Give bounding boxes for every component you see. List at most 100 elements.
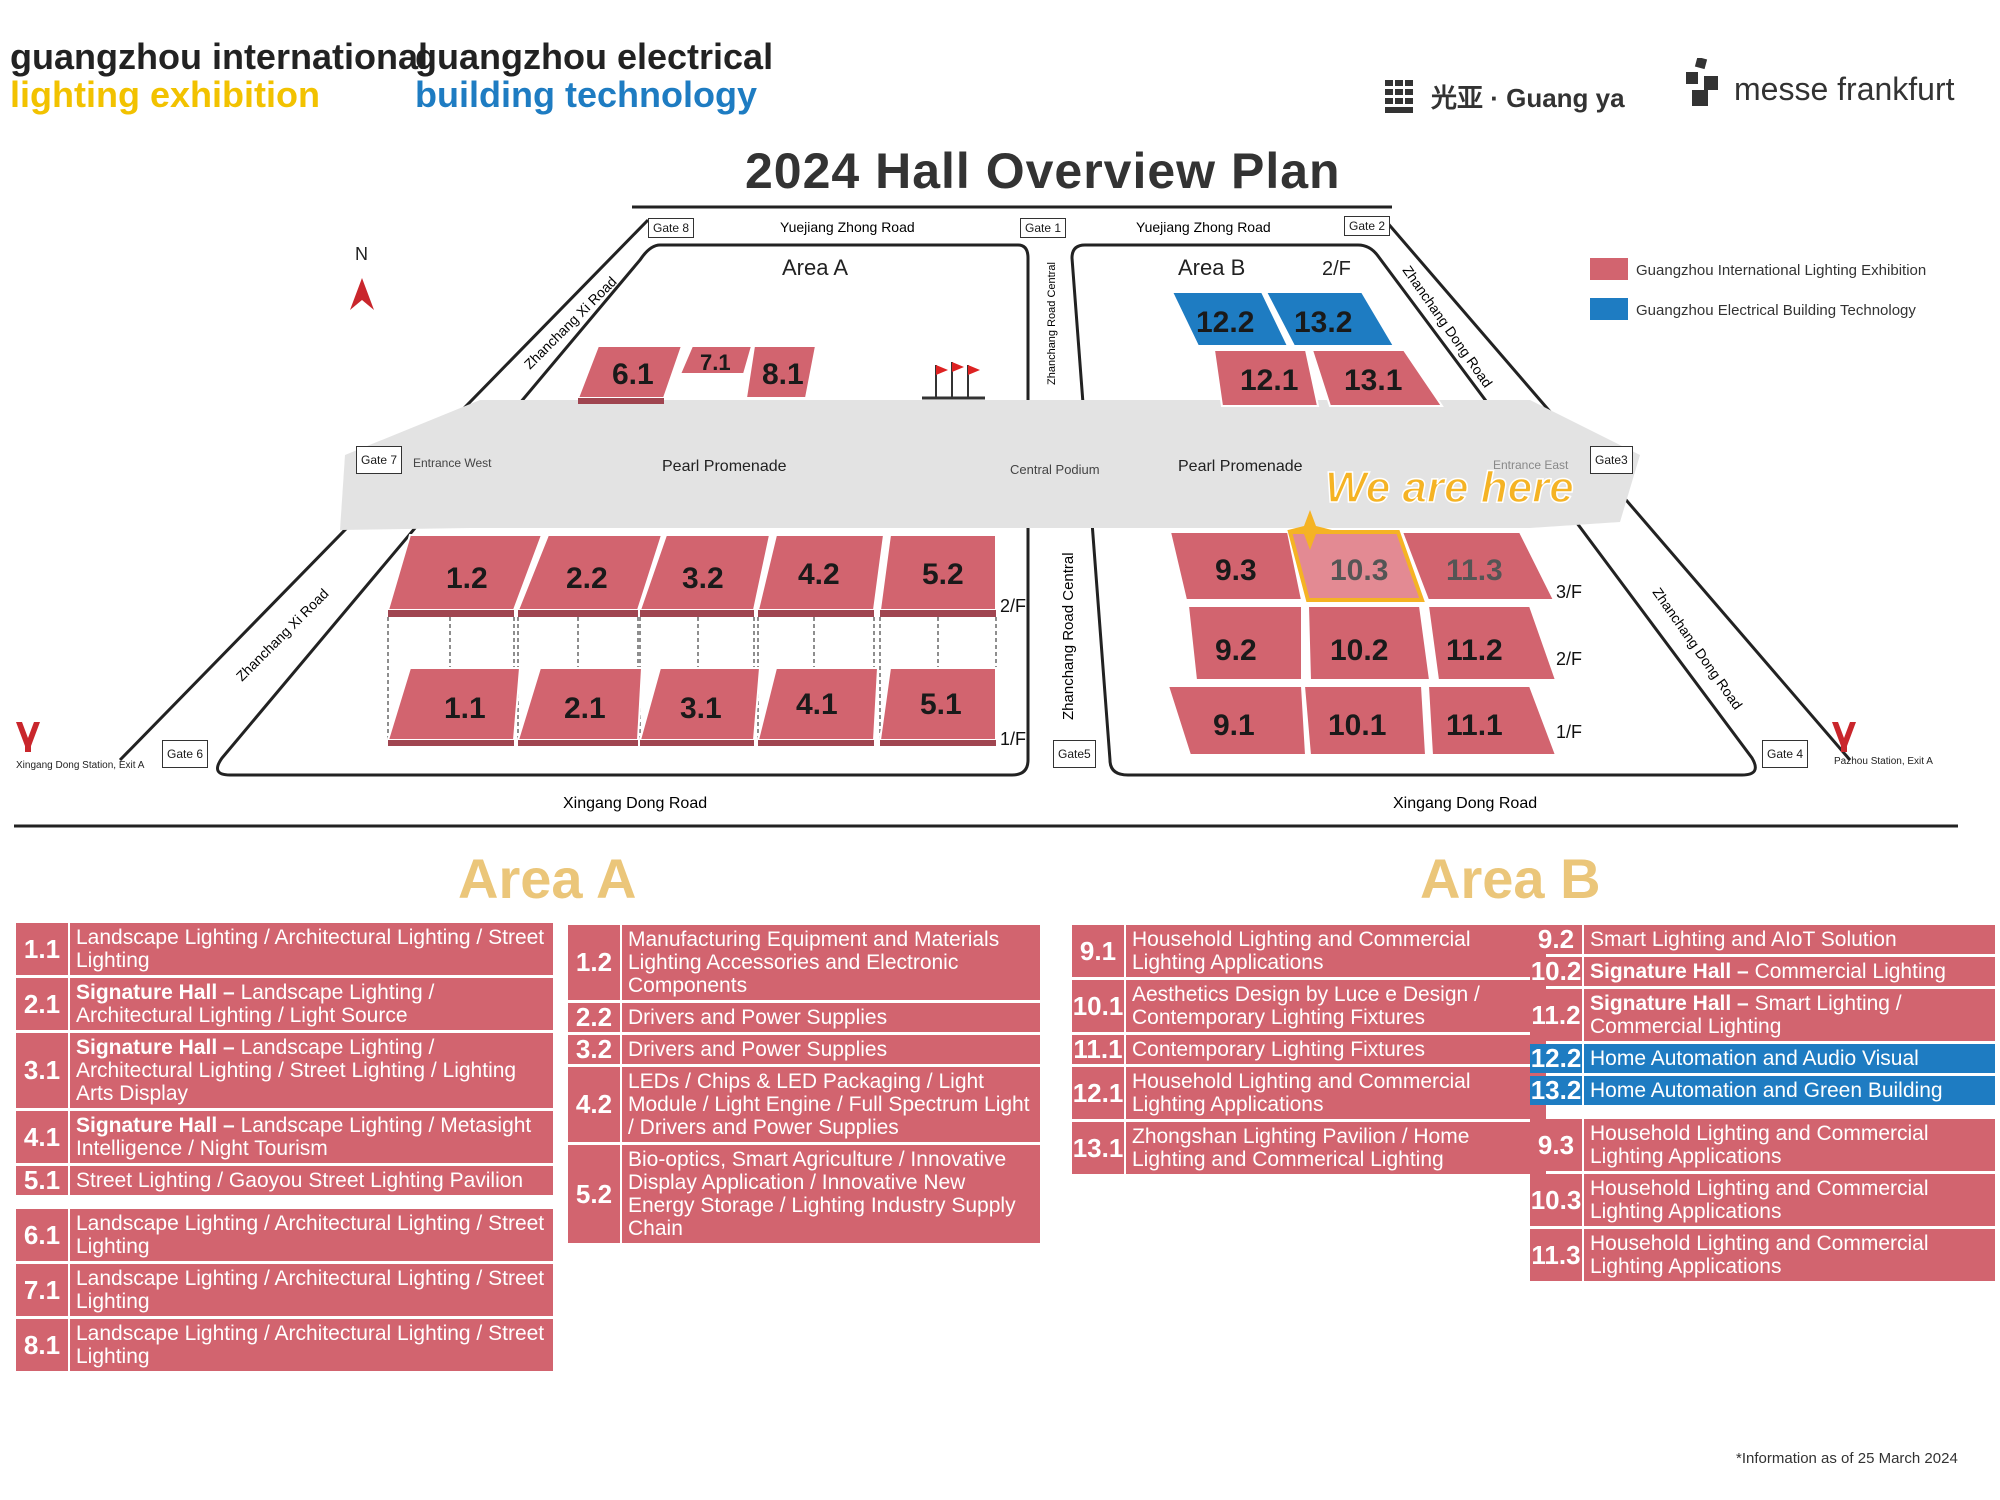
hall-13-2[interactable] xyxy=(1264,291,1396,347)
hall-number: 1.1 xyxy=(16,923,70,975)
hall-number: 9.1 xyxy=(1072,925,1126,977)
venue-map: .rd { stroke:#222; stroke-width:3; fill:… xyxy=(14,205,1958,828)
hall-7-1[interactable] xyxy=(678,345,754,375)
hall-6-1-side xyxy=(578,398,664,404)
hall-12-2[interactable] xyxy=(1170,291,1290,347)
page-title: 2024 Hall Overview Plan xyxy=(745,143,1341,199)
hall-description: Signature Hall – Landscape Lighting / Me… xyxy=(70,1111,553,1163)
area-a-upper-halls: 1.2 2.2 3.2 4.2 5.2 xyxy=(386,534,997,617)
hall-description: Landscape Lighting / Architectural Light… xyxy=(70,1264,553,1316)
area-b-2f-halls: 9.2 10.2 11.2 xyxy=(1186,605,1558,681)
hall-label-1-2: 1.2 xyxy=(446,562,488,595)
hall-label-10-3: 10.3 xyxy=(1330,554,1388,587)
hall-description: Manufacturing Equipment and Materials Li… xyxy=(622,925,1040,1000)
gate-5: Gate5 xyxy=(1053,740,1096,768)
hall-number: 2.1 xyxy=(16,978,70,1030)
guangya-logo-icon xyxy=(1385,79,1413,113)
logo-electrical-building: guangzhou electrical building technology xyxy=(415,38,773,114)
hall-11-2[interactable] xyxy=(1426,605,1558,681)
hall-number: 4.2 xyxy=(568,1067,622,1142)
hall-number: 2.2 xyxy=(568,1003,622,1032)
hall-12-1[interactable] xyxy=(1212,349,1320,407)
hall-description: Signature Hall – Smart Lighting / Commer… xyxy=(1584,989,1995,1041)
area-b-north-halls: 12.2 13.2 12.1 13.1 xyxy=(1170,291,1444,407)
hall-label-5-2: 5.2 xyxy=(922,558,964,591)
hall-number: 7.1 xyxy=(16,1264,70,1316)
hall-10-3[interactable] xyxy=(1287,530,1425,602)
messe-text: messe frankfurt xyxy=(1734,71,1955,107)
hall-9-2[interactable] xyxy=(1186,605,1303,681)
hall-number: 10.3 xyxy=(1530,1174,1584,1226)
hall-description-text: Drivers and Power Supplies xyxy=(628,1038,888,1061)
hall-11-3[interactable] xyxy=(1400,531,1556,601)
gate-3: Gate3 xyxy=(1590,446,1633,474)
hall-number: 12.1 xyxy=(1072,1067,1126,1119)
hall-number: 9.3 xyxy=(1530,1119,1584,1171)
road-area-a-outline xyxy=(216,243,1030,777)
hall-description-text: Contemporary Lighting Fixtures xyxy=(1132,1038,1425,1061)
hall-description-text: Landscape Lighting / Metasight Intellige… xyxy=(76,1114,532,1160)
hall-description: Street Lighting / Gaoyou Street Lighting… xyxy=(70,1166,553,1195)
gate-2: Gate 2 xyxy=(1344,216,1391,236)
hall-description-text: Landscape Lighting / Architectural Light… xyxy=(76,1212,545,1258)
hall-10-1[interactable] xyxy=(1302,685,1428,756)
hall-number: 9.2 xyxy=(1530,925,1584,954)
hall-signature-label: Signature Hall – xyxy=(76,1036,235,1059)
area-a-north-halls: 6.1 7.1 8.1 xyxy=(576,345,818,404)
logo-lighting-exhibition: guangzhou international lighting exhibit… xyxy=(10,38,428,114)
pearl-promenade-right-label: Pearl Promenade xyxy=(1178,458,1303,475)
hall-label-2-2: 2.2 xyxy=(566,562,608,595)
hall-8-1[interactable] xyxy=(744,345,818,399)
gate-4: Gate 4 xyxy=(1762,740,1809,768)
hall-description-text: Landscape Lighting / Architectural Light… xyxy=(76,1036,517,1105)
hall-number: 13.1 xyxy=(1072,1122,1126,1174)
hall-11-1[interactable] xyxy=(1426,685,1558,756)
hall-number: 5.1 xyxy=(16,1166,70,1195)
hall-label-11-1: 11.1 xyxy=(1446,709,1503,742)
hall-label-4-2: 4.2 xyxy=(798,558,840,591)
road-label-west-lower: Zhanchang Xi Road xyxy=(233,585,332,684)
north-arrow-icon xyxy=(350,278,374,310)
pearl-promenade-left-label: Pearl Promenade xyxy=(662,458,787,475)
hall-description-text: LEDs / Chips & LED Packaging / Light Mod… xyxy=(628,1070,1030,1139)
hall-description-text: Home Automation and Green Building xyxy=(1590,1079,1943,1102)
logo-messe-frankfurt: messe frankfurt xyxy=(1682,58,1955,108)
hall-number: 1.2 xyxy=(568,925,622,1000)
hall-description-text: Household Lighting and Commercial Lighti… xyxy=(1132,1070,1471,1116)
hall-9-3[interactable] xyxy=(1168,531,1304,601)
hall-description: Zhongshan Lighting Pavilion / Home Light… xyxy=(1126,1122,1546,1174)
hall-description: LEDs / Chips & LED Packaging / Light Mod… xyxy=(622,1067,1040,1142)
hall-13-1[interactable] xyxy=(1310,349,1444,407)
legend-label-electrical: Guangzhou Electrical Building Technology xyxy=(1636,302,1916,319)
area-b-title: Area B xyxy=(1420,847,1601,910)
table-gap xyxy=(16,1198,553,1206)
logo-line2: lighting exhibition xyxy=(10,74,320,115)
hall-description-text: Manufacturing Equipment and Materials Li… xyxy=(628,928,1000,997)
hall-signature-label: Signature Hall – xyxy=(1590,992,1749,1015)
hall-description: Smart Lighting and AIoT Solution xyxy=(1584,925,1995,954)
hall-description: Household Lighting and Commercial Lighti… xyxy=(1584,1229,1995,1281)
area-a-title: Area A xyxy=(458,847,637,910)
hall-number: 6.1 xyxy=(16,1209,70,1261)
hall-label-9-1: 9.1 xyxy=(1213,709,1255,742)
hall-label-10-2: 10.2 xyxy=(1330,634,1388,667)
hall-10-2[interactable] xyxy=(1306,605,1432,681)
we-are-here-label: We are here xyxy=(1325,463,1574,512)
hall-signature-label: Signature Hall – xyxy=(76,1114,235,1137)
hall-label-12-1: 12.1 xyxy=(1240,364,1298,397)
hall-9-1[interactable] xyxy=(1166,685,1308,756)
hall-label-6-1: 6.1 xyxy=(612,358,654,391)
hall-label-2-1: 2.1 xyxy=(564,692,606,725)
road-label-north-right: Yuejiang Zhong Road xyxy=(1136,219,1271,235)
hall-description-text: Bio-optics, Smart Agriculture / Innovati… xyxy=(628,1148,1016,1240)
hall-number: 3.1 xyxy=(16,1033,70,1108)
